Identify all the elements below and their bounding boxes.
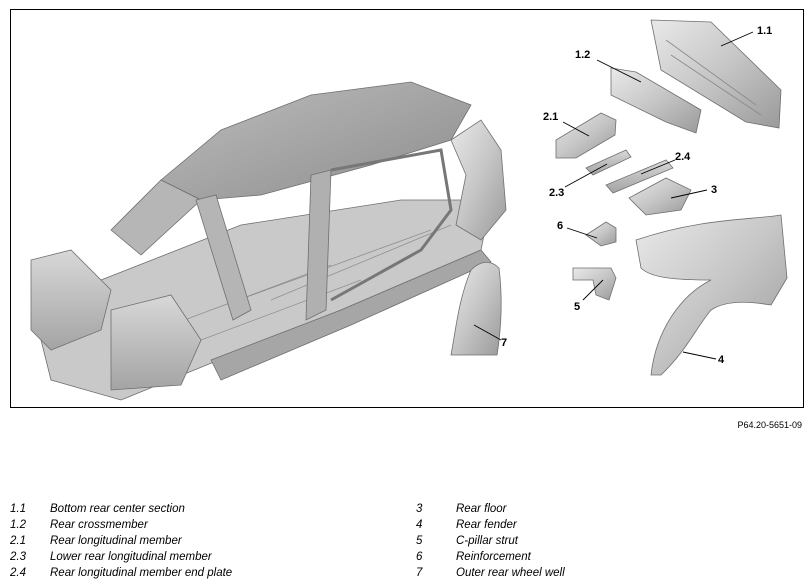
legend-description: C-pillar strut	[456, 535, 518, 547]
callout-1-2: 1.2	[575, 49, 590, 61]
legend-description: Rear crossmember	[50, 519, 148, 531]
part-rear-longitudinal-member-end-plate	[605, 159, 674, 194]
part-c-pillar-strut	[572, 267, 617, 301]
legend-number: 7	[416, 567, 423, 579]
legend-number: 2.1	[10, 535, 26, 547]
part-outer-rear-wheel-well	[450, 261, 502, 356]
part-rear-fender	[635, 214, 788, 376]
exploded-view-illustration: 1.1 1.2 2.1 2.3 2.4 3 6 5 7 4	[30, 19, 788, 401]
callout-leaders	[473, 31, 754, 360]
legend-number: 3	[416, 503, 423, 515]
legend-number: 2.4	[10, 567, 26, 579]
part-bottom-rear-center-section	[650, 19, 782, 129]
legend-description: Bottom rear center section	[50, 503, 185, 515]
legend-number: 2.3	[10, 551, 26, 563]
callout-5: 5	[574, 301, 580, 313]
legend-number: 1.2	[10, 519, 26, 531]
callout-2-4: 2.4	[675, 151, 691, 163]
legend-number: 5	[416, 535, 423, 547]
legend-description: Rear floor	[456, 503, 507, 515]
legend-number: 4	[416, 519, 423, 531]
part-rear-floor	[628, 177, 692, 216]
callout-7: 7	[501, 337, 507, 349]
callout-4: 4	[718, 354, 725, 366]
callout-2-3: 2.3	[549, 187, 564, 199]
part-lower-rear-longitudinal-member	[585, 149, 632, 176]
part-reinforcement	[585, 221, 617, 247]
legend-number: 6	[416, 551, 423, 563]
callout-1-1: 1.1	[757, 25, 772, 37]
legend-description: Outer rear wheel well	[456, 567, 565, 579]
figure-frame: 1.1 1.2 2.1 2.3 2.4 3 6 5 7 4	[10, 9, 804, 408]
body-in-white-shell	[30, 81, 507, 401]
legend-description: Rear fender	[456, 519, 517, 531]
legend-description: Rear longitudinal member	[50, 535, 182, 547]
figure-code: P64.20-5651-09	[737, 420, 802, 430]
callout-3: 3	[711, 184, 717, 196]
part-rear-crossmember	[610, 67, 702, 134]
callout-6: 6	[557, 220, 563, 232]
legend-description: Reinforcement	[456, 551, 531, 563]
callout-labels: 1.1 1.2 2.1 2.3 2.4 3 6 5 7 4	[501, 25, 772, 366]
legend-description: Lower rear longitudinal member	[50, 551, 212, 563]
legend-description: Rear longitudinal member end plate	[50, 567, 233, 579]
part-rear-longitudinal-member	[555, 112, 617, 159]
legend-number: 1.1	[10, 503, 26, 515]
callout-2-1: 2.1	[543, 111, 558, 123]
